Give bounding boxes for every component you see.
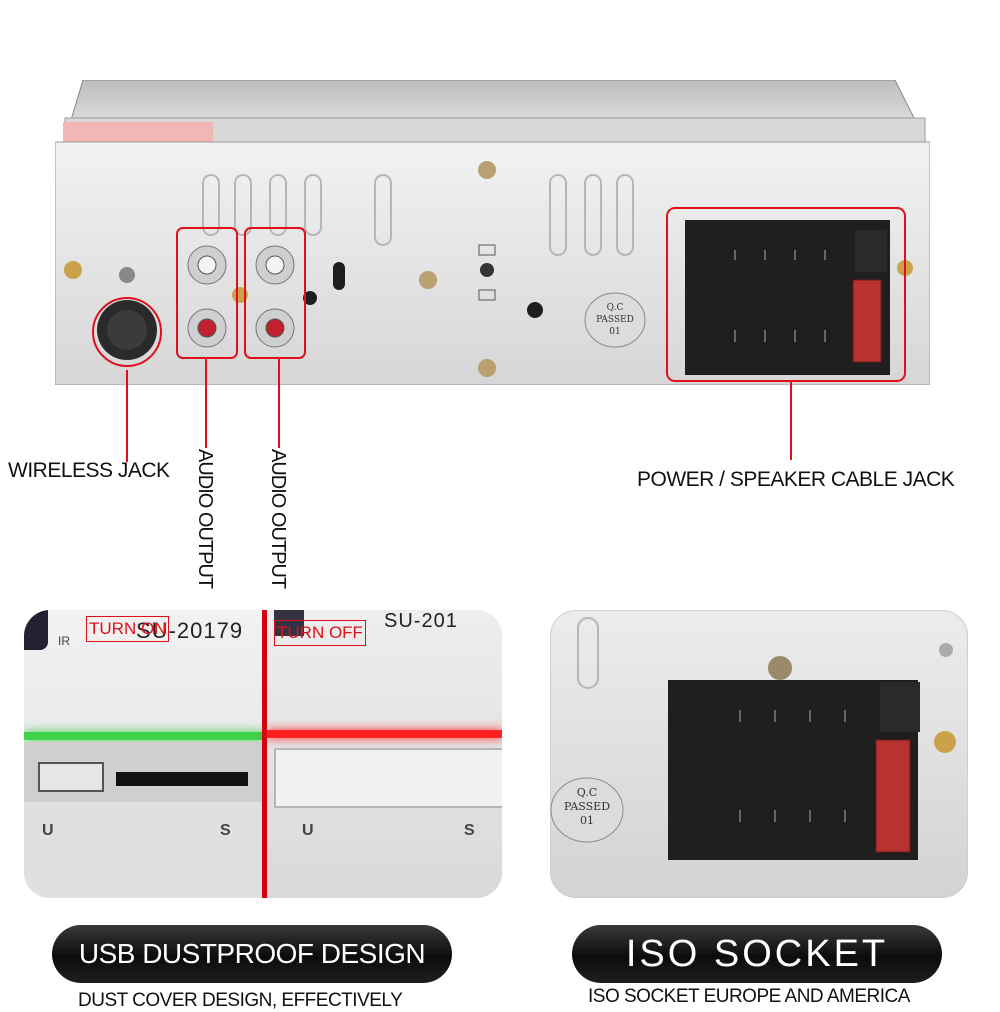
dust-cover — [274, 748, 502, 808]
port-label-s: S — [464, 822, 475, 839]
usb-dustproof-title-text: USB DUSTPROOF DESIGN — [78, 938, 426, 969]
power-speaker-label: POWER / SPEAKER CABLE JACK — [637, 468, 955, 491]
qc-sticker-text: Q.C — [577, 786, 597, 799]
audio-output-label-1: AUDIO OUTPUT — [194, 449, 216, 589]
led-strip-on — [24, 732, 264, 740]
wireless-jack-label: WIRELESS JACK — [8, 459, 170, 482]
qc-sticker-text: PASSED — [596, 315, 634, 325]
turn-off-tag: TURN OFF — [274, 620, 366, 646]
usb-dustproof-photo: IR SU-20179 U S TURN ON SU-201 U S TURN … — [24, 610, 502, 898]
model-text: SU-201 — [384, 610, 458, 632]
qc-sticker-text: 01 — [580, 814, 594, 827]
iso-socket-caption: ISO SOCKET EUROPE AND AMERICA — [588, 986, 910, 1007]
port-label-s: S — [220, 822, 231, 839]
audio-output-label-2: AUDIO OUTPUT — [267, 449, 289, 589]
callout-line — [790, 382, 792, 460]
qc-sticker-text: PASSED — [564, 800, 610, 813]
usb-dustproof-caption: DUST COVER DESIGN, EFFECTIVELY — [78, 990, 403, 1011]
radio-rear-panel: Q.C PASSED 01 — [55, 80, 930, 385]
usb-dustproof-title: USB DUSTPROOF DESIGN — [52, 925, 452, 983]
callout-line — [126, 370, 128, 462]
port-label-u: U — [42, 822, 54, 839]
ir-label: IR — [58, 634, 70, 648]
qc-sticker-text: 01 — [609, 327, 620, 337]
qc-sticker-text: Q.C — [607, 303, 624, 313]
sd-card-slot — [116, 772, 248, 786]
callout-line — [278, 358, 280, 448]
model-text: SU-20179 — [136, 618, 244, 643]
iso-socket-illustration: Q.C PASSED 01 — [550, 617, 956, 860]
turn-on-tag: TURN ON — [86, 616, 170, 642]
port-label-u: U — [302, 822, 314, 839]
iso-socket-title-text: ISO SOCKET — [625, 932, 889, 975]
panel-divider — [262, 610, 267, 898]
callout-line — [205, 358, 207, 448]
iso-socket-photo: Q.C PASSED 01 — [550, 610, 968, 898]
usb-port — [38, 762, 104, 792]
iso-socket-title: ISO SOCKET — [572, 925, 942, 983]
led-strip-off — [267, 730, 502, 738]
